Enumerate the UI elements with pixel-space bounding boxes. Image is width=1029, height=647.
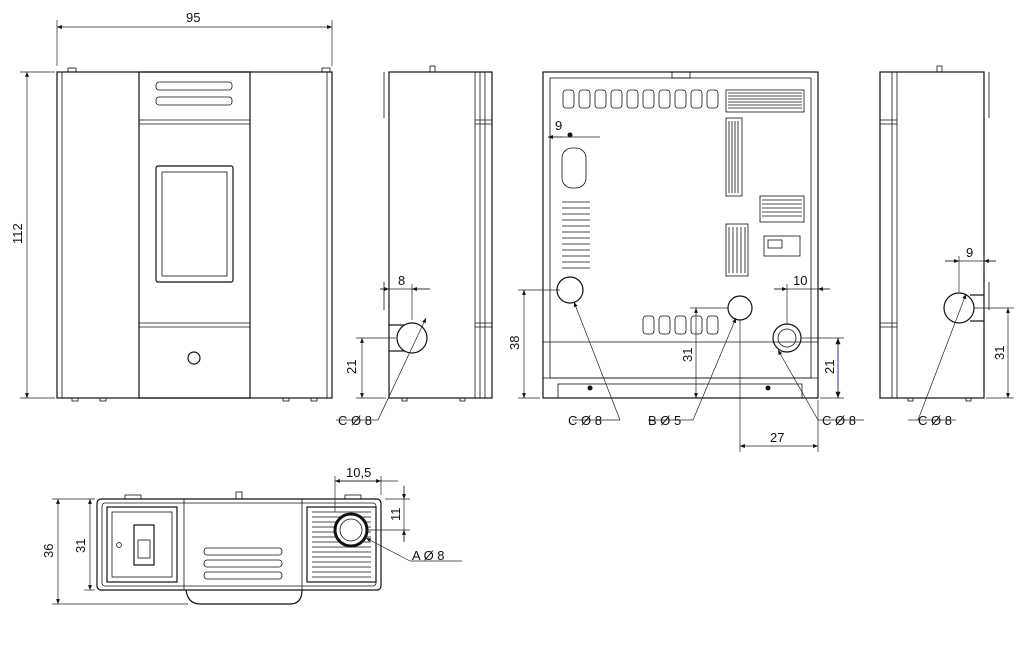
front-vent-slot [155,96,233,106]
back-outlet-right [772,323,802,353]
back-outlet-right-label: C Ø 8 [822,413,856,428]
side-view-right [879,65,990,402]
back-right-21-label: 21 [822,360,837,374]
back-height-38-dimension: 38 [507,289,560,399]
back-height-31-label: 31 [680,348,695,362]
side-right-height-label: 31 [992,346,1007,360]
main-switch [133,524,155,566]
side-view-left [383,65,493,402]
side-left-offset-label: 8 [398,273,405,288]
top-vent-slot [203,571,283,580]
side-right-offset-label: 9 [966,245,973,260]
top-depth-36-label: 36 [41,544,56,558]
side-right-callout: C Ø 8 [908,293,967,428]
side-left-callout: C Ø 8 [336,317,427,428]
top-depth-11-dimension: 11 [366,486,410,542]
front-height-dimension: 112 [10,71,55,399]
side-left-outlet-pipe [396,322,428,354]
front-vent-slot [155,81,233,91]
top-outlet-grille [306,506,377,583]
top-vent-slot [203,559,283,568]
side-left-height-dimension: 21 [344,337,396,399]
top-width-label: 10,5 [346,465,371,480]
front-view [56,67,333,402]
back-vent-grille [725,89,805,277]
glass-window [155,165,234,283]
back-left-grille [561,147,590,269]
back-view [542,71,819,399]
front-width-label: 95 [186,10,200,25]
top-depth-31-label: 31 [73,539,88,553]
side-right-offset-dimension: 9 [945,245,996,292]
front-width-dimension: 95 [56,10,333,66]
back-slot-row-bottom [642,315,719,335]
back-right-10-dimension: 10 [774,273,830,324]
side-right-height-dimension: 31 [974,307,1014,399]
back-slot-row-top [562,89,719,109]
back-outlet-left [556,276,584,304]
back-outlet-middle [727,295,753,321]
control-panel [106,506,178,583]
front-height-label: 112 [10,223,25,244]
top-outlet-label: A Ø 8 [412,548,445,563]
back-top-offset-dimension: 9 [548,118,600,139]
back-top-offset-label: 9 [555,118,562,133]
back-right-10-label: 10 [793,273,807,288]
top-depth-11-label: 11 [388,508,403,522]
side-left-height-label: 21 [344,360,359,374]
back-width-27-dimension: 27 [739,320,819,452]
back-height-31-dimension: 31 [680,307,728,398]
back-right-21-dimension: 21 [801,337,844,399]
back-width-27-label: 27 [770,430,784,445]
top-view [96,491,382,605]
side-left-outlet-label: C Ø 8 [338,413,372,428]
top-depth-36-dimension: 36 [41,498,188,605]
side-right-outlet-label: C Ø 8 [918,413,952,428]
side-left-offset-dimension: 8 [380,273,430,320]
back-outlet-left-label: C Ø 8 [568,413,602,428]
top-width-dimension: 10,5 [334,465,398,512]
back-height-38-label: 38 [507,336,522,350]
top-depth-31-dimension: 31 [73,499,95,591]
back-callouts: C Ø 8 B Ø 5 C Ø 8 [568,301,864,428]
side-right-outlet-pipe [943,292,975,324]
back-outlet-middle-label: B Ø 5 [648,413,681,428]
top-vent-slot [203,547,283,556]
door-knob [187,351,201,365]
top-callout: A Ø 8 [365,537,462,563]
